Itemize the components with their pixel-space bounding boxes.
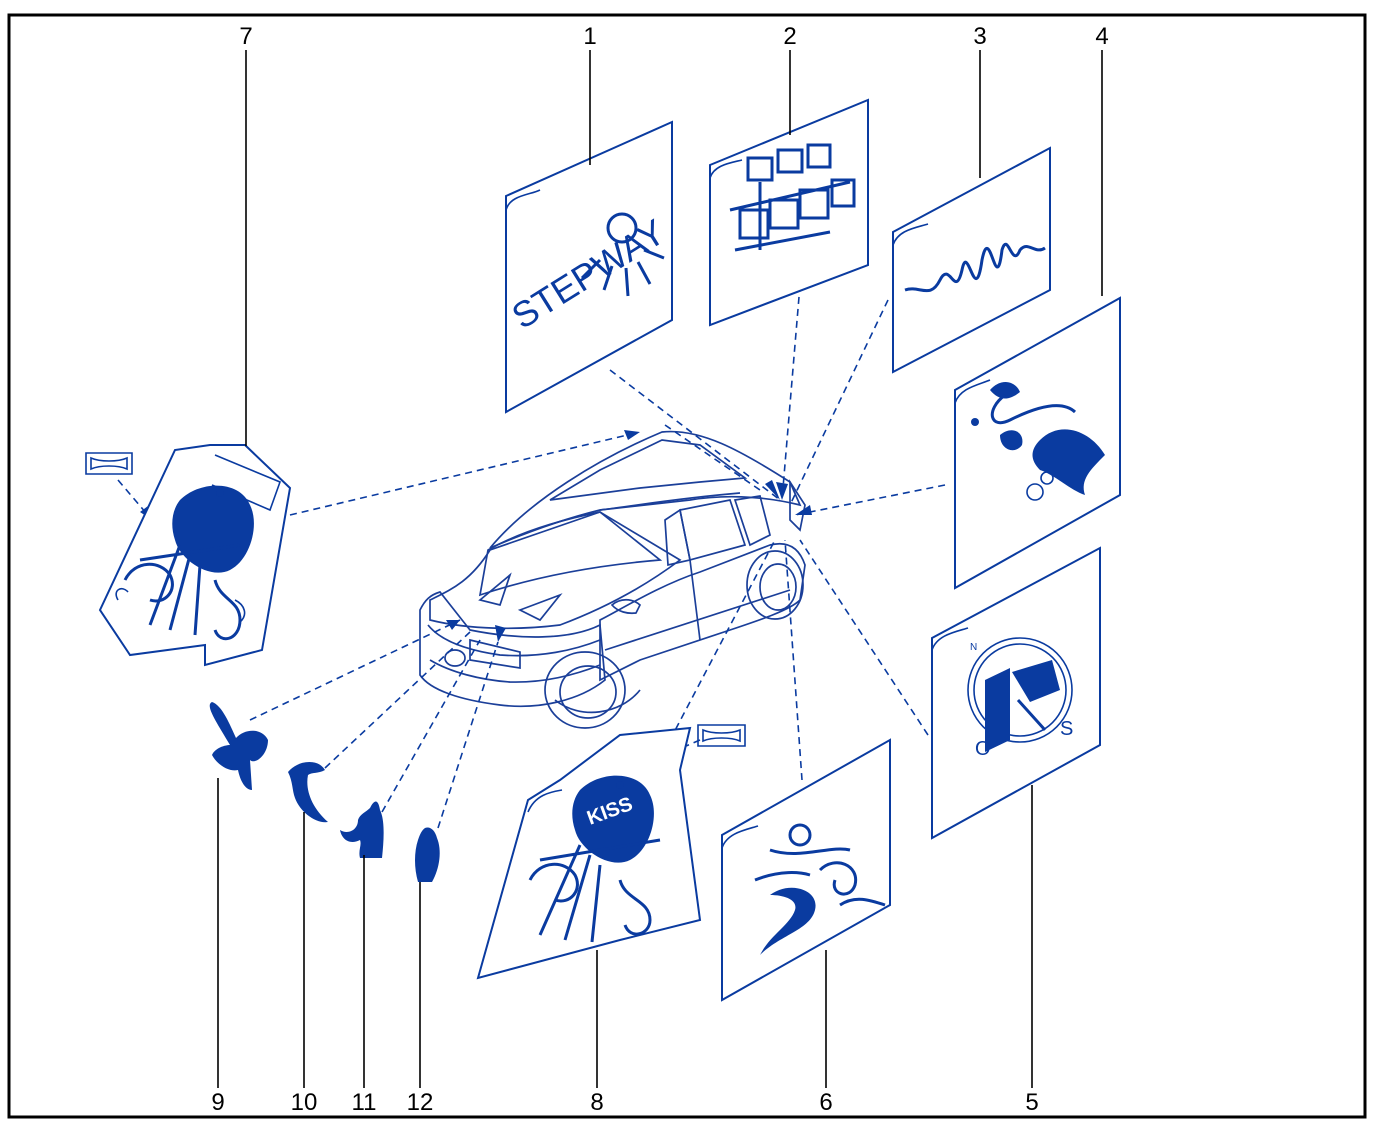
callout-1: 1	[583, 23, 596, 50]
decal-swirls	[721, 738, 891, 1002]
compass-north-label: N	[970, 642, 977, 653]
sticker-penguin	[415, 827, 440, 882]
callout-10: 10	[291, 1089, 318, 1116]
compass-south-label: S	[1060, 718, 1073, 740]
decal-graffiti-7	[85, 444, 292, 667]
callout-3: 3	[973, 23, 986, 50]
sticker-butterfly	[209, 702, 268, 790]
sticker-dolphin	[288, 761, 328, 823]
callout-7: 7	[239, 23, 252, 50]
callout-9: 9	[211, 1089, 224, 1116]
callout-5: 5	[1025, 1089, 1038, 1116]
compass-west-label: O	[975, 738, 991, 760]
decal-graffiti-8: KISS	[476, 724, 746, 980]
callout-12: 12	[407, 1089, 434, 1116]
callout-6: 6	[819, 1089, 832, 1116]
callout-2: 2	[783, 23, 796, 50]
decal-waveform	[892, 146, 1051, 374]
callout-4: 4	[1095, 23, 1108, 50]
callout-labels: 1 2 3 4 5 6 7 8 9 10 11 12	[211, 23, 1108, 1116]
diagram-frame	[7, 13, 1367, 1119]
sticker-cat	[340, 801, 384, 858]
decal-squares	[709, 98, 869, 327]
leader-lines	[217, 50, 1103, 1088]
decal-floral	[954, 296, 1121, 590]
car-illustration	[419, 430, 806, 729]
decal-compass: N S O	[931, 546, 1101, 840]
callout-11: 11	[352, 1089, 377, 1116]
placement-arrows	[117, 284, 946, 829]
decal-stepway: STEPWAY	[505, 120, 673, 414]
callout-8: 8	[590, 1089, 603, 1116]
